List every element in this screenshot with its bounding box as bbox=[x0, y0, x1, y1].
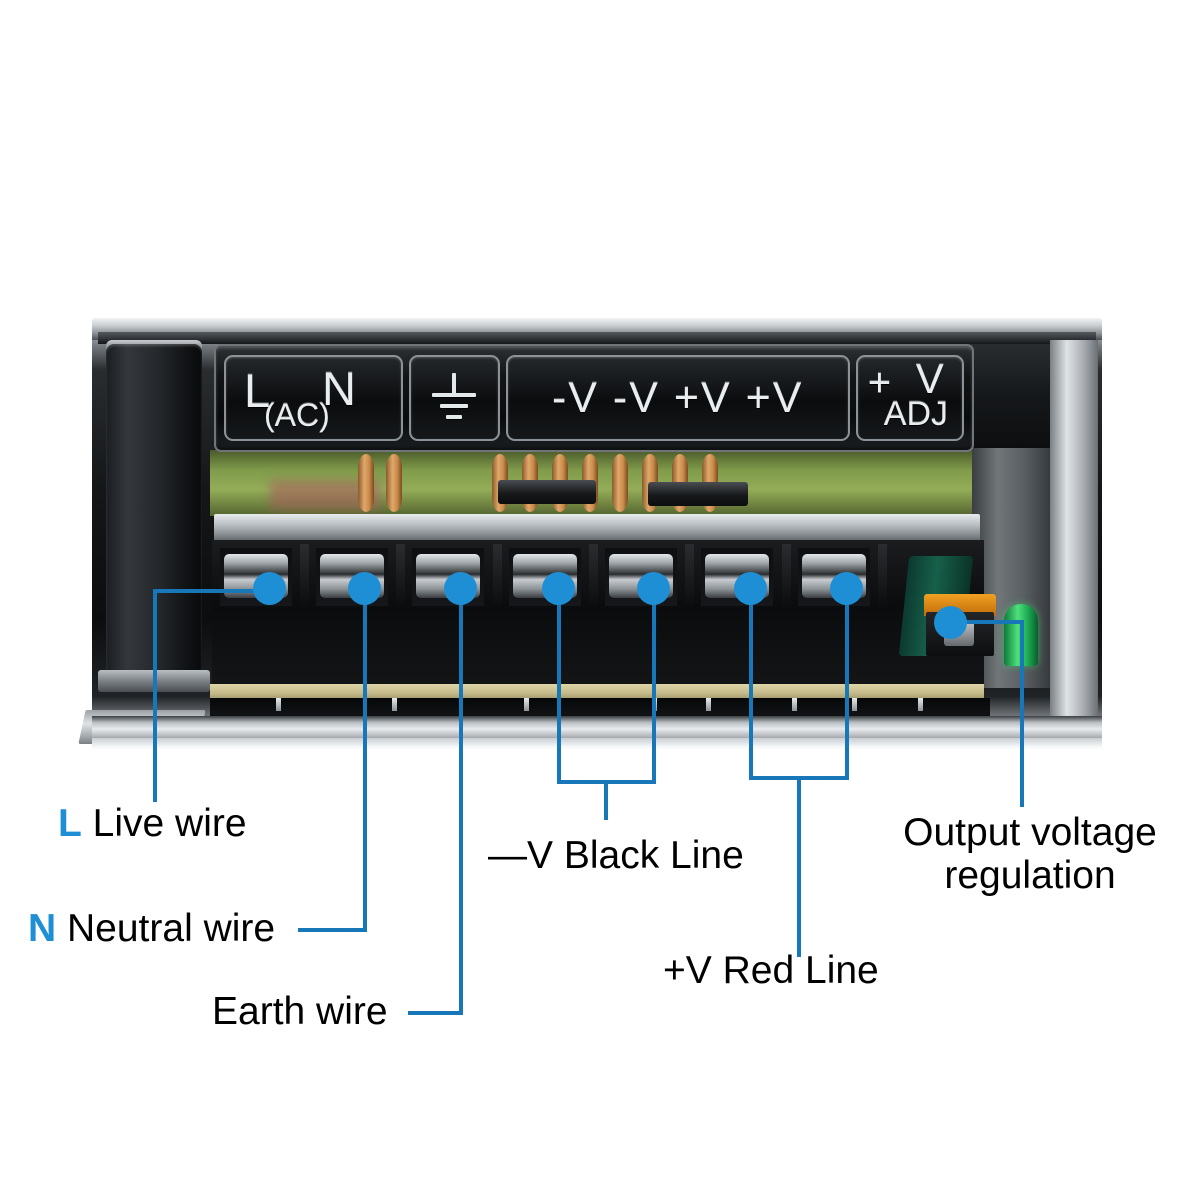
label-V: V bbox=[915, 355, 944, 402]
earth-ground-icon bbox=[428, 373, 480, 423]
coil-winding bbox=[358, 454, 374, 512]
terminal-label-plate: L N (AC) -V -V +V +V + V ADJ bbox=[214, 344, 974, 452]
terminal-divider bbox=[493, 544, 502, 610]
marker-terminal-7-posv bbox=[830, 572, 863, 605]
annotation-neutral-text: Neutral wire bbox=[67, 907, 276, 950]
terminal-divider bbox=[589, 544, 598, 610]
annotation-output-voltage-regulation: Output voltage regulation bbox=[880, 811, 1180, 898]
annotation-live-wire: L Live wire bbox=[58, 802, 247, 846]
case-base-shadow bbox=[92, 738, 1102, 750]
annotation-posv-text: +V Red Line bbox=[663, 949, 879, 992]
transformer-interior bbox=[210, 450, 980, 516]
label-dc-output-text: -V -V +V +V bbox=[551, 373, 804, 422]
marker-terminal-2-neutral bbox=[348, 572, 381, 605]
label-box-voltage-adjust: + V ADJ bbox=[855, 355, 965, 441]
coil-winding bbox=[612, 454, 628, 512]
label-N: N bbox=[322, 362, 356, 415]
annotation-adj-line2: regulation bbox=[944, 853, 1116, 897]
annotation-earth-wire: Earth wire bbox=[212, 990, 388, 1034]
label-AC: (AC) bbox=[264, 397, 330, 433]
label-ADJ: ADJ bbox=[883, 395, 949, 433]
annotation-adj-line1: Output voltage bbox=[903, 811, 1157, 854]
label-plus: + bbox=[867, 361, 892, 405]
main-capacitor bbox=[106, 344, 202, 684]
annotation-positive-v: +V Red Line bbox=[663, 949, 879, 993]
annotation-neutral-key: N bbox=[28, 907, 57, 950]
annotation-earth-text: Earth wire bbox=[212, 990, 388, 1033]
marker-terminal-1-live bbox=[253, 572, 286, 605]
terminal-divider bbox=[300, 544, 309, 610]
marker-terminal-5-negv bbox=[637, 572, 670, 605]
case-right-wall bbox=[1050, 340, 1098, 726]
annotation-neutral-wire: N Neutral wire bbox=[28, 907, 276, 951]
capacitor-base bbox=[98, 670, 210, 692]
annotation-negv-text: —V Black Line bbox=[488, 834, 744, 877]
label-L: L bbox=[244, 364, 271, 417]
power-led bbox=[1004, 604, 1038, 666]
terminal-block bbox=[212, 540, 984, 688]
annotation-live-key: L bbox=[58, 802, 82, 845]
annotation-negative-v: —V Black Line bbox=[488, 834, 744, 878]
marker-terminal-6-posv bbox=[734, 572, 767, 605]
internal-component bbox=[498, 480, 596, 504]
marker-terminal-3-earth bbox=[444, 572, 477, 605]
marker-terminal-4-negv bbox=[542, 572, 575, 605]
power-supply-unit: L N (AC) -V -V +V +V + V ADJ bbox=[78, 318, 1102, 750]
label-box-dc-output: -V -V +V +V bbox=[505, 355, 850, 441]
terminal-divider bbox=[782, 544, 791, 610]
annotation-live-text: Live wire bbox=[92, 802, 247, 845]
terminal-divider bbox=[878, 544, 887, 610]
terminal-divider bbox=[685, 544, 694, 610]
internal-component bbox=[648, 482, 748, 506]
case-top-inner-lip bbox=[98, 332, 1096, 344]
marker-trimpot-adjust bbox=[934, 606, 967, 639]
coil-winding bbox=[386, 454, 402, 512]
terminal-divider bbox=[396, 544, 405, 610]
label-box-ac-input: L N (AC) bbox=[224, 355, 404, 441]
terminal-rail bbox=[214, 514, 980, 544]
label-box-earth bbox=[409, 355, 500, 441]
